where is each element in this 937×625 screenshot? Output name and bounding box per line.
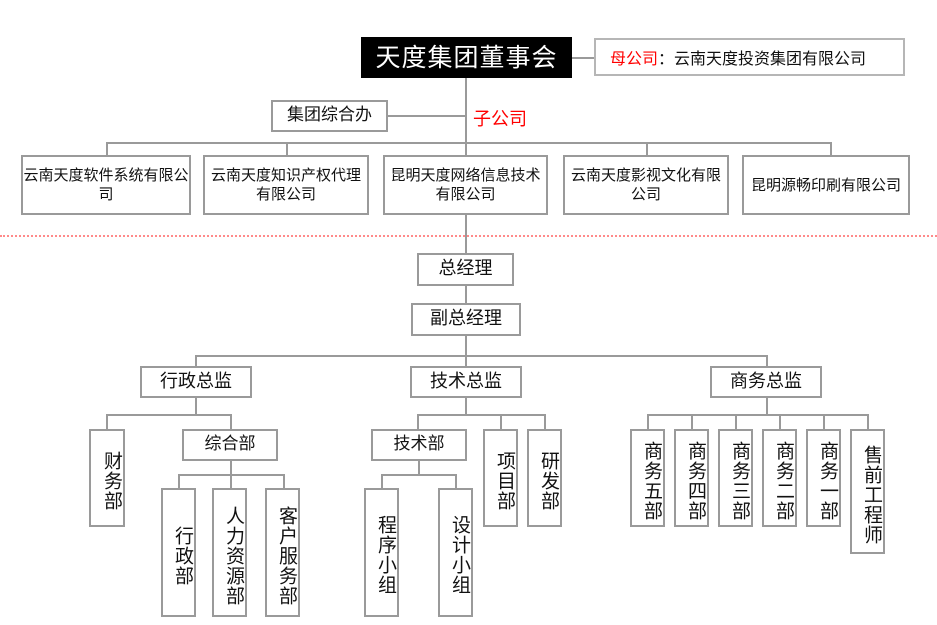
connector-admin-director-down — [195, 398, 197, 415]
node-presales-engineer[interactable]: 售前工程师 — [850, 429, 885, 554]
parent-company-tag: 母公司 — [610, 49, 659, 68]
node-business-dept-5[interactable]: 商务五部 — [630, 429, 665, 527]
connector-business-drop-4 — [779, 414, 781, 429]
parent-company-name: 云南天度投资集团有限公司 — [674, 49, 867, 68]
connector-subsidiary-drop-1 — [106, 142, 108, 155]
connector-ga-drop-2 — [230, 474, 232, 488]
node-rnd-dept[interactable]: 研发部 — [527, 429, 562, 527]
node-design-team[interactable]: 设计小组 — [438, 488, 473, 617]
node-business-dept-2[interactable]: 商务二部 — [762, 429, 797, 527]
node-director-tech[interactable]: 技术总监 — [410, 366, 522, 398]
connector-tech-drop-rnd — [544, 414, 546, 429]
connector-business-director-down — [766, 398, 768, 415]
connector-board-down — [465, 78, 467, 100]
connector-subsidiary3-to-gm — [465, 215, 467, 253]
node-tech-dept[interactable]: 技术部 — [371, 429, 467, 461]
node-customer-service-dept[interactable]: 客户服务部 — [265, 488, 300, 617]
connector-subsidiary-drop-5 — [830, 142, 832, 155]
connector-tech-dept-bus — [381, 474, 456, 476]
connector-director-drop-2 — [465, 355, 467, 366]
connector-general-affairs-down — [230, 461, 232, 475]
connector-board-to-parent-note — [572, 57, 594, 59]
node-business-dept-1[interactable]: 商务一部 — [806, 429, 841, 527]
connector-business-bus — [647, 414, 867, 416]
node-general-affairs-dept[interactable]: 综合部 — [182, 429, 278, 461]
connector-tech-drop-project — [500, 414, 502, 429]
node-subsidiary-1[interactable]: 云南天度软件系统有限公司 — [21, 155, 191, 215]
node-subsidiary-2[interactable]: 云南天度知识产权代理有限公司 — [203, 155, 369, 215]
note-parent-company: 母公司：云南天度投资集团有限公司 — [594, 38, 905, 76]
connector-business-drop-5 — [823, 414, 825, 429]
connector-business-drop-2 — [691, 414, 693, 429]
connector-admin-drop-finance — [106, 414, 108, 429]
connector-ga-drop-1 — [178, 474, 180, 488]
connector-tech-drop-dept — [417, 414, 419, 429]
connector-director-drop-1 — [195, 355, 197, 366]
node-subsidiary-5[interactable]: 昆明源畅印刷有限公司 — [742, 155, 910, 215]
connector-gm-to-deputy — [465, 286, 467, 303]
node-business-dept-4[interactable]: 商务四部 — [674, 429, 709, 527]
node-director-business[interactable]: 商务总监 — [710, 366, 822, 398]
connector-subsidiary-drop-2 — [286, 142, 288, 155]
connector-deputy-down — [465, 336, 467, 356]
node-subsidiary-4[interactable]: 云南天度影视文化有限公司 — [563, 155, 729, 215]
connector-tech-dept-down — [418, 461, 420, 475]
connector-office-down — [465, 100, 467, 143]
connector-admin-drop-general — [230, 414, 232, 429]
node-finance-dept[interactable]: 财务部 — [89, 429, 125, 527]
connector-ga-drop-3 — [283, 474, 285, 488]
connector-subsidiary-drop-3 — [465, 142, 467, 155]
connector-director-bus — [195, 355, 768, 357]
node-hr-dept[interactable]: 人力资源部 — [212, 488, 247, 617]
node-business-dept-3[interactable]: 商务三部 — [718, 429, 753, 527]
node-subsidiary-3[interactable]: 昆明天度网络信息技术有限公司 — [383, 155, 548, 215]
connector-subsidiary-bus — [106, 142, 831, 144]
node-deputy-general-manager[interactable]: 副总经理 — [411, 303, 521, 336]
connector-subsidiary-drop-4 — [646, 142, 648, 155]
connector-business-drop-6 — [867, 414, 869, 429]
label-subsidiary-tag: 子公司 — [473, 109, 527, 130]
connector-office-to-subsidiary-tag — [388, 115, 465, 117]
connector-tech-child-drop-2 — [455, 474, 457, 488]
node-admin-dept[interactable]: 行政部 — [161, 488, 196, 617]
connector-business-drop-1 — [647, 414, 649, 429]
connector-director-drop-3 — [766, 355, 768, 366]
node-project-dept[interactable]: 项目部 — [483, 429, 518, 527]
parent-company-separator: ： — [658, 49, 675, 68]
node-general-manager[interactable]: 总经理 — [417, 253, 514, 286]
node-director-admin[interactable]: 行政总监 — [140, 366, 252, 398]
connector-tech-child-drop-1 — [381, 474, 383, 488]
connector-business-drop-3 — [735, 414, 737, 429]
connector-admin-bus — [106, 414, 230, 416]
node-group-board[interactable]: 天度集团董事会 — [361, 37, 572, 78]
section-divider — [0, 235, 937, 237]
connector-tech-bus — [417, 414, 544, 416]
node-group-office[interactable]: 集团综合办 — [271, 100, 388, 132]
connector-tech-director-down — [465, 398, 467, 415]
node-program-team[interactable]: 程序小组 — [364, 488, 399, 617]
